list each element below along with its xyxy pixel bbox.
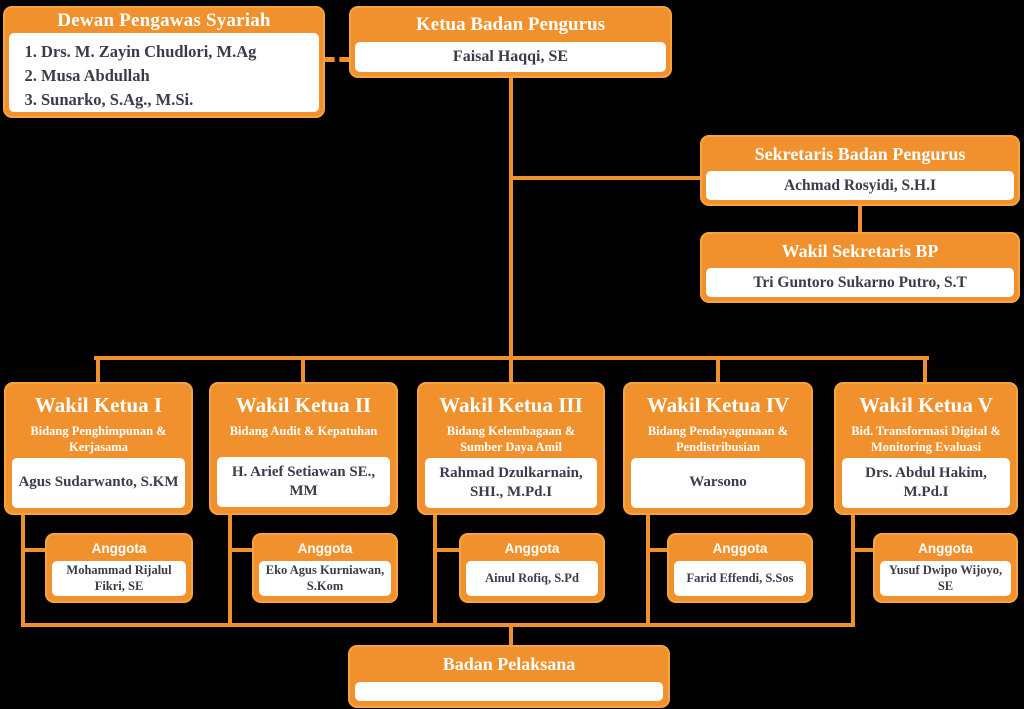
connector-elbow-ag2 bbox=[228, 548, 256, 552]
member-item: Musa Abdullah bbox=[41, 64, 256, 88]
node-name: Rahmad Dzulkarnain, SHI., M.Pd.I bbox=[425, 457, 597, 508]
node-wakil-ketua-1: Wakil Ketua I Bidang Penghimpunan & Kerj… bbox=[4, 382, 193, 515]
node-name: Warsono bbox=[631, 457, 805, 508]
node-subtitle: Bidang Audit & Kepatuhan bbox=[229, 424, 378, 439]
node-title: Wakil Sekretaris BP bbox=[781, 240, 939, 261]
connector-drop-wk5 bbox=[851, 513, 855, 627]
node-name: Agus Sudarwanto, S.KM bbox=[12, 457, 185, 508]
node-header: Wakil Ketua V Bid. Transformasi Digital … bbox=[836, 384, 1016, 458]
connector-elbow-ag3 bbox=[433, 548, 463, 552]
connector-stub-wk5 bbox=[923, 356, 927, 384]
node-body: Drs. M. Zayin Chudlori, M.Ag Musa Abdull… bbox=[9, 33, 319, 112]
connector-drop-wk3 bbox=[433, 513, 437, 627]
node-title: Anggota bbox=[91, 540, 147, 556]
node-wakil-ketua-4: Wakil Ketua IV Bidang Pendayagunaan & Pe… bbox=[623, 382, 813, 515]
member-item: Drs. M. Zayin Chudlori, M.Ag bbox=[41, 40, 256, 64]
node-title: Anggota bbox=[504, 540, 560, 556]
node-title: Wakil Ketua III bbox=[439, 393, 583, 417]
node-title: Sekretaris Badan Pengurus bbox=[754, 143, 966, 164]
connector-drop-wk1 bbox=[21, 513, 25, 627]
node-title: Anggota bbox=[297, 540, 353, 556]
connector-to-sekretaris bbox=[511, 176, 701, 180]
node-title: Wakil Ketua I bbox=[34, 393, 163, 417]
node-anggota-1: Anggota Mohammad Rijalul Fikri, SE bbox=[45, 533, 193, 603]
node-name: Ainul Rofiq, S.Pd bbox=[466, 561, 598, 596]
node-name: Tri Guntoro Sukarno Putro, S.T bbox=[706, 268, 1014, 297]
node-wakil-ketua-3: Wakil Ketua III Bidang Kelembagaan & Sum… bbox=[417, 382, 605, 515]
node-anggota-2: Anggota Eko Agus Kurniawan, S.Kom bbox=[252, 533, 398, 603]
node-sekretaris-badan-pengurus: Sekretaris Badan Pengurus Achmad Rosyidi… bbox=[700, 135, 1020, 206]
node-wakil-sekretaris-bp: Wakil Sekretaris BP Tri Guntoro Sukarno … bbox=[700, 232, 1020, 303]
connector-drop-wk2 bbox=[228, 513, 232, 627]
node-name: Achmad Rosyidi, S.H.I bbox=[706, 171, 1014, 200]
node-title: Badan Pelaksana bbox=[442, 654, 576, 674]
connector-drop-badan bbox=[509, 623, 513, 647]
connector-sekretaris-wakil bbox=[858, 204, 862, 232]
connector-elbow-ag4 bbox=[646, 548, 671, 552]
node-anggota-4: Anggota Farid Effendi, S.Sos bbox=[667, 533, 813, 603]
connector-elbow-ag5 bbox=[851, 548, 877, 552]
member-list: Drs. M. Zayin Chudlori, M.Ag Musa Abdull… bbox=[9, 40, 256, 112]
node-anggota-3: Anggota Ainul Rofiq, S.Pd bbox=[459, 533, 605, 603]
connector-elbow-ag1 bbox=[21, 548, 49, 552]
connector-dewan-ketua-dashed bbox=[325, 57, 349, 62]
node-name: Drs. Abdul Hakim, M.Pd.I bbox=[842, 457, 1010, 508]
node-anggota-5: Anggota Yusuf Dwipo Wijoyo, SE bbox=[873, 533, 1018, 603]
node-title: Anggota bbox=[712, 540, 768, 556]
connector-stub-wk1 bbox=[96, 356, 100, 384]
node-name: Eko Agus Kurniawan, S.Kom bbox=[259, 561, 391, 596]
node-wakil-ketua-2: Wakil Ketua II Bidang Audit & Kepatuhan … bbox=[209, 382, 398, 515]
node-header: Wakil Ketua I Bidang Penghimpunan & Kerj… bbox=[6, 384, 191, 458]
node-ketua-badan-pengurus: Ketua Badan Pengurus Faisal Haqqi, SE bbox=[349, 6, 672, 78]
node-dewan-pengawas-syariah: Dewan Pengawas Syariah Drs. M. Zayin Chu… bbox=[3, 6, 325, 118]
connector-stub-wk2 bbox=[301, 356, 305, 384]
node-wakil-ketua-5: Wakil Ketua V Bid. Transformasi Digital … bbox=[834, 382, 1018, 515]
node-name: Farid Effendi, S.Sos bbox=[674, 561, 806, 596]
connector-stub-wk4 bbox=[716, 356, 720, 384]
node-title: Anggota bbox=[918, 540, 973, 556]
node-name bbox=[355, 682, 663, 701]
node-header: Wakil Ketua II Bidang Audit & Kepatuhan bbox=[211, 384, 396, 457]
member-item: Sunarko, S.Ag., M.Si. bbox=[41, 88, 256, 112]
node-name: H. Arief Setiawan SE., MM bbox=[217, 457, 390, 507]
node-header: Wakil Ketua IV Bidang Pendayagunaan & Pe… bbox=[625, 384, 811, 458]
node-badan-pelaksana: Badan Pelaksana bbox=[348, 645, 670, 708]
node-name: Mohammad Rijalul Fikri, SE bbox=[52, 561, 186, 596]
node-name: Yusuf Dwipo Wijoyo, SE bbox=[880, 561, 1011, 596]
node-name: Faisal Haqqi, SE bbox=[355, 42, 666, 72]
node-subtitle: Bidang Kelembagaan & Sumber Daya Amil bbox=[446, 424, 576, 455]
node-title: Wakil Ketua IV bbox=[646, 393, 790, 417]
node-title: Wakil Ketua II bbox=[235, 393, 372, 417]
connector-bottom-bus bbox=[21, 623, 855, 627]
node-subtitle: Bidang Pendayagunaan & Pendistribusian bbox=[647, 424, 789, 455]
node-subtitle: Bidang Penghimpunan & Kerjasama bbox=[30, 424, 167, 455]
connector-top-bus bbox=[94, 356, 929, 360]
node-header: Wakil Ketua III Bidang Kelembagaan & Sum… bbox=[419, 384, 603, 458]
node-title: Wakil Ketua V bbox=[859, 393, 993, 417]
node-subtitle: Bid. Transformasi Digital & Monitoring E… bbox=[851, 424, 1001, 455]
node-title: Dewan Pengawas Syariah bbox=[57, 9, 271, 31]
node-title: Ketua Badan Pengurus bbox=[416, 14, 605, 35]
connector-drop-wk4 bbox=[646, 513, 650, 627]
connector-ketua-main-vertical bbox=[509, 76, 513, 382]
